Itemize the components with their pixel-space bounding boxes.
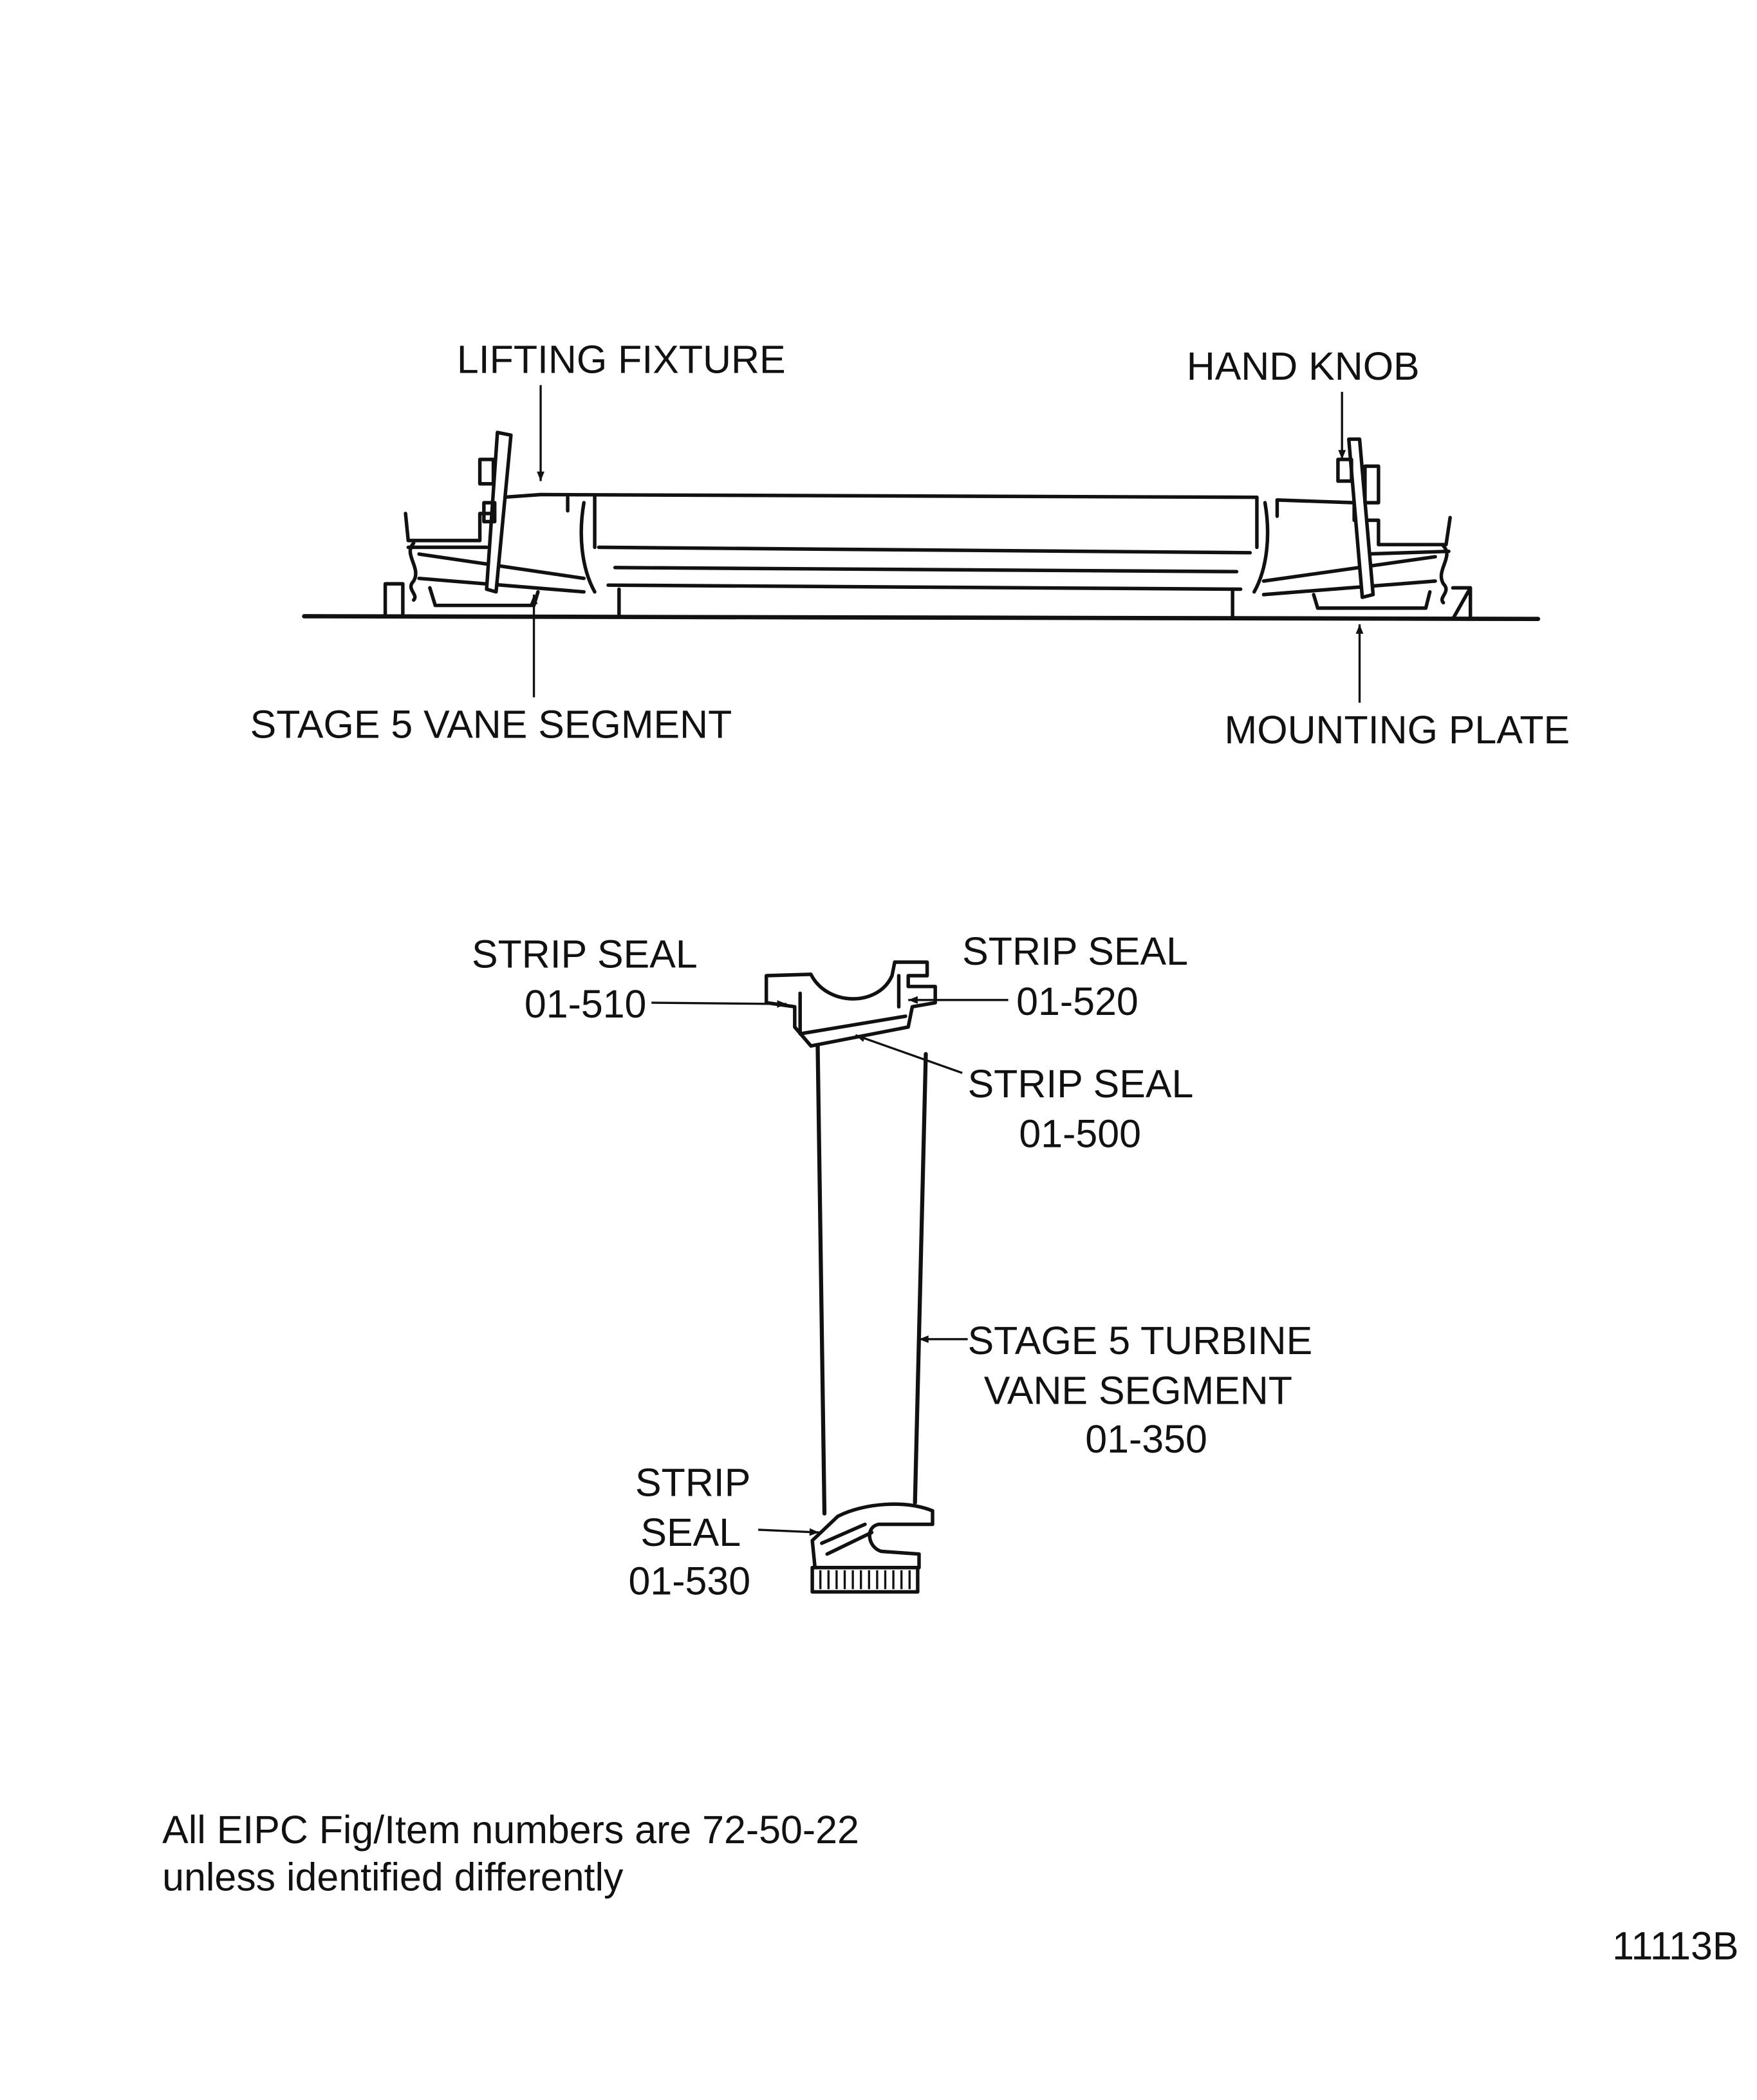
label-hand-knob: HAND KNOB xyxy=(1187,344,1420,388)
label-seal-530-line2: SEAL xyxy=(640,1510,741,1554)
label-lifting-fixture: LIFTING FIXTURE xyxy=(457,338,786,382)
vane-root-comb xyxy=(810,1565,920,1594)
label-seal-500-name: STRIP SEAL xyxy=(968,1062,1194,1106)
label-seal-520-number: 01-520 xyxy=(1016,980,1139,1023)
vane-segment-drawing xyxy=(651,960,1009,1594)
hand-knob-pin xyxy=(1336,437,1380,599)
label-seal-510-number: 01-510 xyxy=(525,982,647,1026)
label-seal-510-name: STRIP SEAL xyxy=(472,932,698,976)
footer-note-line1: All EIPC Fig/Item numbers are 72-50-22 xyxy=(162,1808,859,1852)
label-stage5-vane-segment: STAGE 5 VANE SEGMENT xyxy=(250,702,732,746)
fixture-assembly-drawing xyxy=(302,385,1541,703)
label-vane-line1: STAGE 5 TURBINE xyxy=(968,1319,1313,1362)
label-seal-520-name: STRIP SEAL xyxy=(962,929,1188,973)
label-seal-500-number: 01-500 xyxy=(1019,1112,1141,1156)
label-mounting-plate: MOUNTING PLATE xyxy=(1225,708,1570,752)
label-seal-530-line1: STRIP xyxy=(635,1460,750,1504)
footer-note-line2: unless identified differently xyxy=(162,1855,624,1899)
label-seal-530-number: 01-530 xyxy=(629,1559,751,1603)
label-vane-line2: VANE SEGMENT xyxy=(984,1369,1292,1413)
mounting-plate-line xyxy=(302,614,1541,622)
label-vane-number: 01-350 xyxy=(1085,1417,1207,1461)
left-lifting-pin xyxy=(478,431,513,594)
seal-500-leader xyxy=(855,1034,963,1074)
seal-510-leader xyxy=(651,1000,787,1008)
figure-id: 11113B xyxy=(1612,1924,1738,1968)
seal-530-leader xyxy=(758,1528,819,1536)
